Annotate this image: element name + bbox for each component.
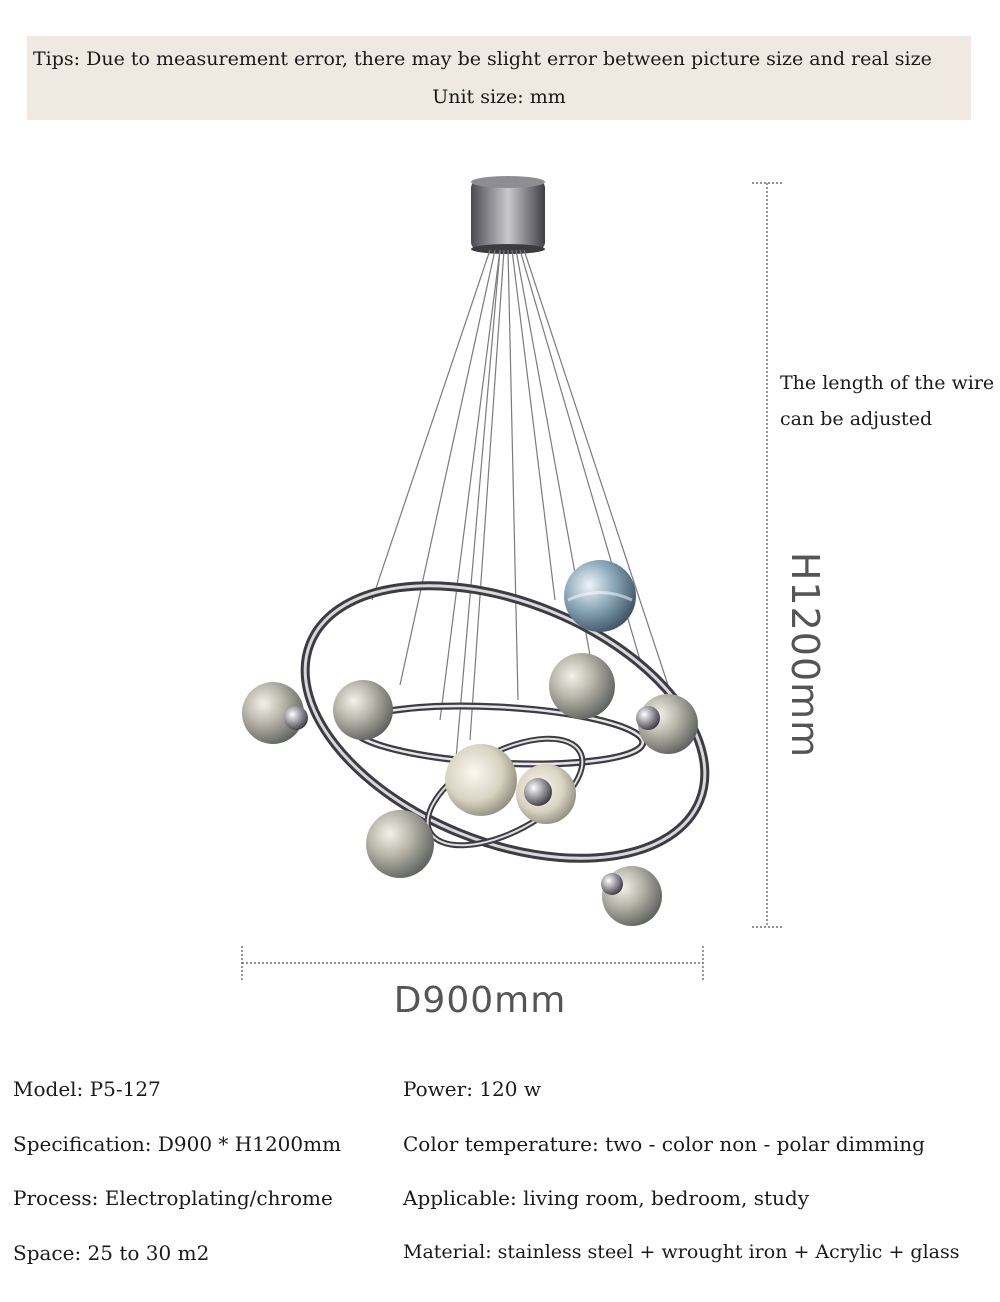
planet-globes bbox=[242, 560, 698, 926]
wire-note-line1: The length of the wire bbox=[780, 372, 995, 394]
spec-process: Process: Electroplating/chrome bbox=[13, 1186, 333, 1210]
wire-note-line2: can be adjusted bbox=[780, 408, 933, 430]
unit-size-text: Unit size: mm bbox=[432, 86, 566, 108]
height-label: H1200mm bbox=[783, 551, 827, 759]
tips-banner: Tips: Due to measurement error, there ma… bbox=[27, 36, 971, 120]
spec-color-temperature: Color temperature: two - color non - pol… bbox=[403, 1132, 925, 1156]
spec-space: Space: 25 to 30 m2 bbox=[13, 1241, 210, 1265]
ceiling-canopy bbox=[471, 176, 545, 254]
outer-ring bbox=[300, 581, 710, 863]
diameter-label: D900mm bbox=[393, 980, 567, 1021]
product-illustration bbox=[0, 130, 1000, 1050]
diameter-dimension-line bbox=[241, 946, 704, 980]
spec-specification: Specification: D900 * H1200mm bbox=[13, 1132, 342, 1156]
height-dimension-line bbox=[752, 182, 784, 928]
chandelier-image bbox=[241, 176, 784, 980]
tips-text: Tips: Due to measurement error, there ma… bbox=[33, 48, 932, 70]
spec-power: Power: 120 w bbox=[403, 1077, 541, 1101]
suspension-wires bbox=[371, 249, 669, 771]
spec-model: Model: P5-127 bbox=[13, 1077, 161, 1101]
spec-applicable: Applicable: living room, bedroom, study bbox=[403, 1186, 809, 1210]
spec-material: Material: stainless steel + wrought iron… bbox=[403, 1241, 960, 1263]
wire-length-note: The length of the wire can be adjusted bbox=[780, 365, 994, 437]
